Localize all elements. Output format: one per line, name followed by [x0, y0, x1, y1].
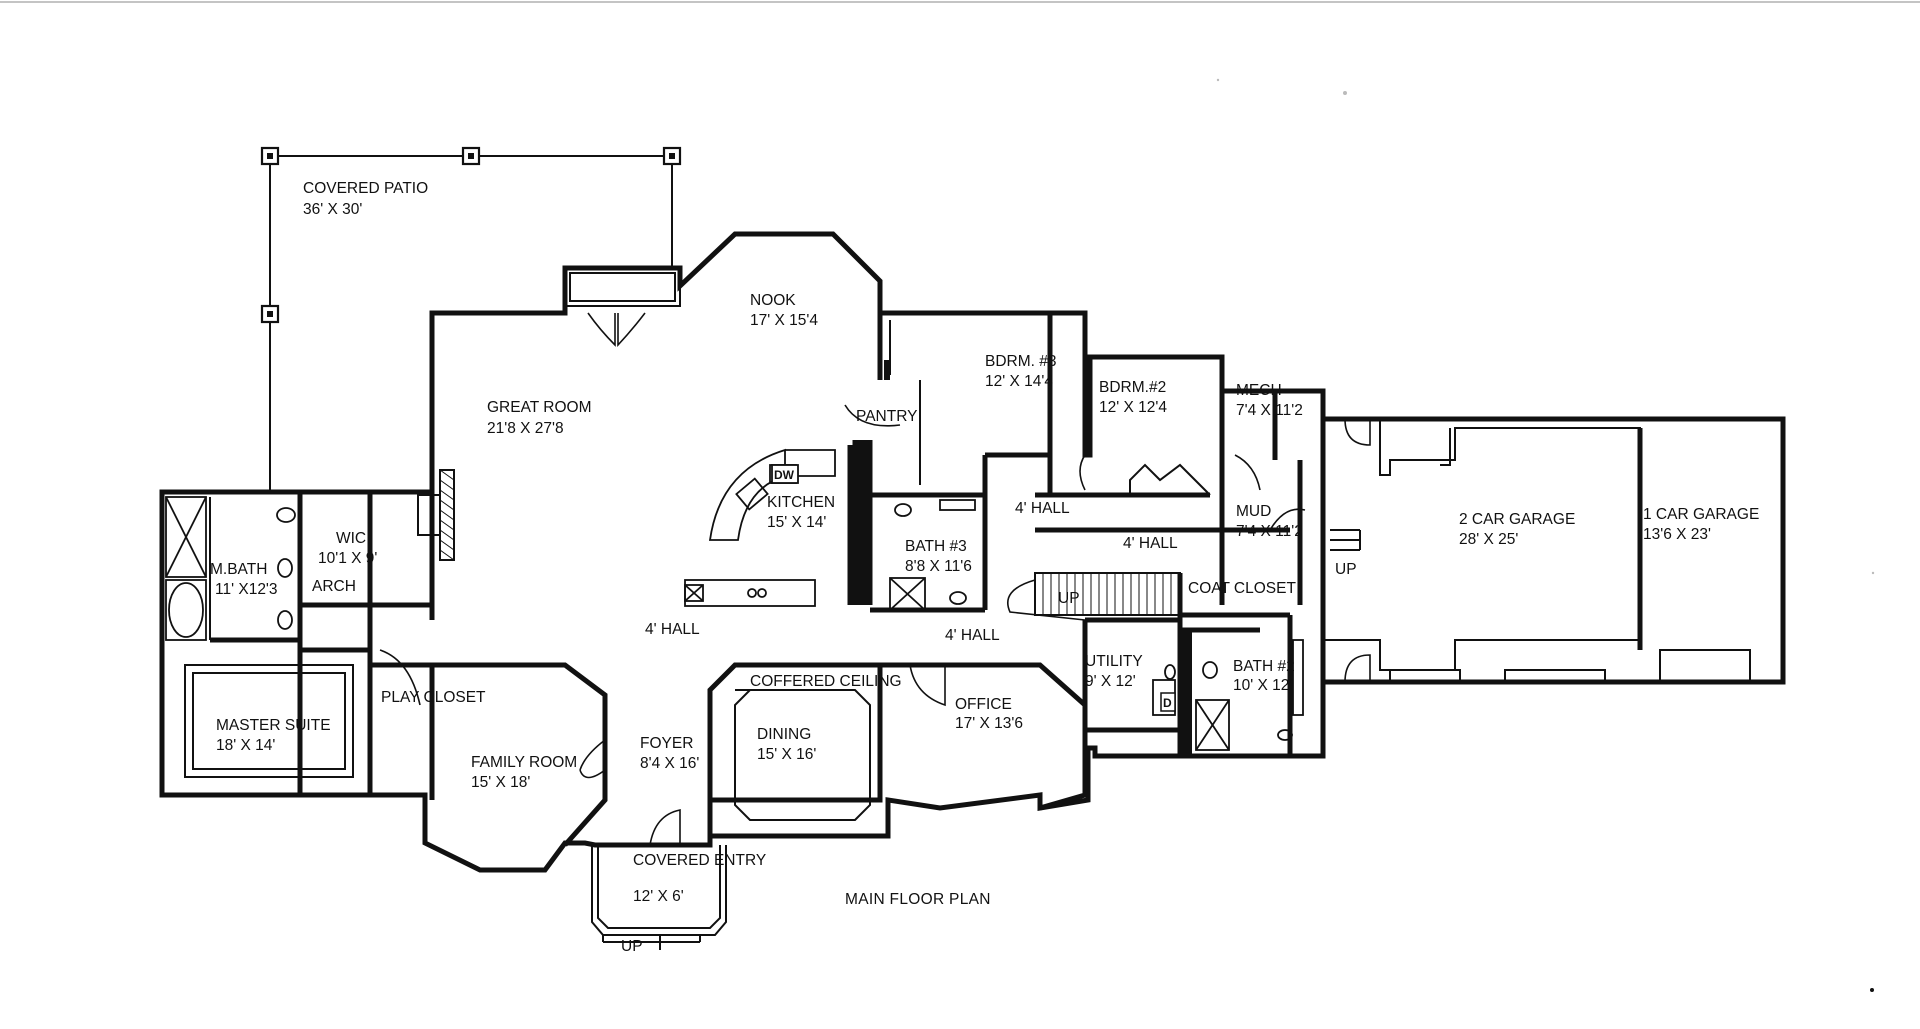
room-size-bdrm-3: 12' X 14'4 [985, 373, 1053, 390]
label-hall-left: 4' HALL [645, 621, 700, 638]
misc-labels: 4' HALL 4' HALL 4' HALL 4' HALL ARCH UP … [312, 464, 1357, 955]
room-size-bdrm-2: 12' X 12'4 [1099, 399, 1167, 416]
room-name-bdrm-3: BDRM. #3 [985, 353, 1057, 370]
room-name-m-bath: M.BATH [210, 561, 267, 578]
room-name-family-room: FAMILY ROOM [471, 754, 577, 771]
room-name-pantry: PANTRY [856, 408, 917, 425]
room-size-foyer: 8'4 X 16' [640, 755, 699, 772]
room-size-office: 17' X 13'6 [955, 715, 1023, 732]
dishwasher-icon: DW [771, 464, 799, 484]
label-hall-nook: 4' HALL [1015, 500, 1070, 517]
room-name-bath-2: BATH #2 [1233, 658, 1295, 675]
room-size-covered-entry: 12' X 6' [633, 888, 684, 905]
patio-post [662, 146, 682, 166]
room-size-master-suite: 18' X 14' [216, 737, 275, 754]
room-name-foyer: FOYER [640, 735, 693, 752]
svg-text:D: D [1163, 696, 1172, 710]
scan-speck [1871, 571, 1875, 575]
room-name-covered-entry: COVERED ENTRY [633, 852, 766, 869]
stair-treads [1007, 572, 1181, 621]
fireplace-bump [564, 267, 681, 348]
covered-entry-porch [591, 845, 727, 950]
room-name-1-car-garage: 1 CAR GARAGE [1643, 506, 1759, 523]
room-name-play-closet: PLAY CLOSET [381, 689, 486, 706]
patio-post [461, 146, 481, 166]
covered-patio-outline [260, 146, 682, 490]
room-name-wic: WIC [336, 530, 366, 547]
label-up-entry: UP [621, 938, 643, 955]
house-exterior-wall [159, 231, 1786, 873]
room-size-mech: 7'4 X 11'2 [1236, 402, 1303, 419]
patio-post [260, 146, 280, 166]
room-size-covered-patio: 36' X 30' [303, 201, 362, 218]
room-name-2-car-garage: 2 CAR GARAGE [1459, 511, 1575, 528]
room-name-bdrm-2: BDRM.#2 [1099, 379, 1166, 396]
room-name-master-suite: MASTER SUITE [216, 717, 331, 734]
room-size-mud: 7'4 X 11'2 [1236, 523, 1303, 540]
room-size-nook: 17' X 15'4 [750, 312, 818, 329]
room-name-mech: MECH [1236, 382, 1282, 399]
room-size-kitchen: 15' X 14' [767, 514, 826, 531]
scan-speck [1870, 988, 1874, 992]
label-up-stair: UP [1058, 590, 1080, 607]
label-arch: ARCH [312, 578, 356, 595]
scan-speck [1216, 78, 1220, 82]
svg-text:DW: DW [774, 468, 795, 482]
label-up-garage: UP [1335, 561, 1357, 578]
room-size-wic: 10'1 X 9' [318, 550, 377, 567]
room-size-family-room: 15' X 18' [471, 774, 530, 791]
room-size-great-room: 21'8 X 27'8 [487, 420, 564, 437]
room-name-mud: MUD [1236, 503, 1271, 520]
room-size-1-car-garage: 13'6 X 23' [1643, 526, 1711, 543]
room-labels: COVERED PATIO 36' X 30' NOOK 17' X 15'4 … [210, 180, 1759, 905]
room-name-coat-closet: COAT CLOSET [1188, 580, 1296, 597]
room-size-bath-3: 8'8 X 11'6 [905, 558, 972, 575]
room-name-dining: DINING [757, 726, 811, 743]
room-size-utility: 9' X 12' [1085, 673, 1136, 690]
plan-title: MAIN FLOOR PLAN [845, 891, 991, 908]
room-size-2-car-garage: 28' X 25' [1459, 531, 1518, 548]
room-size-bath-2: 10' X 12' [1233, 677, 1292, 694]
room-name-covered-patio: COVERED PATIO [303, 180, 428, 197]
patio-post [260, 304, 280, 324]
room-size-m-bath: 11' X12'3 [215, 581, 278, 598]
room-name-office: OFFICE [955, 696, 1012, 713]
dryer-icon: D [1160, 692, 1176, 712]
room-size-dining: 15' X 16' [757, 746, 816, 763]
room-name-great-room: GREAT ROOM [487, 399, 592, 416]
room-name-utility: UTILITY [1085, 653, 1143, 670]
interior-walls [165, 310, 1751, 847]
room-name-coffered-ceiling: COFFERED CEILING [750, 673, 902, 690]
room-name-bath-3: BATH #3 [905, 538, 967, 555]
label-hall-bdrm: 4' HALL [1123, 535, 1178, 552]
label-hall-right: 4' HALL [945, 627, 1000, 644]
scan-speck [1343, 91, 1347, 95]
room-name-kitchen: KITCHEN [767, 494, 835, 511]
room-name-nook: NOOK [750, 292, 796, 309]
